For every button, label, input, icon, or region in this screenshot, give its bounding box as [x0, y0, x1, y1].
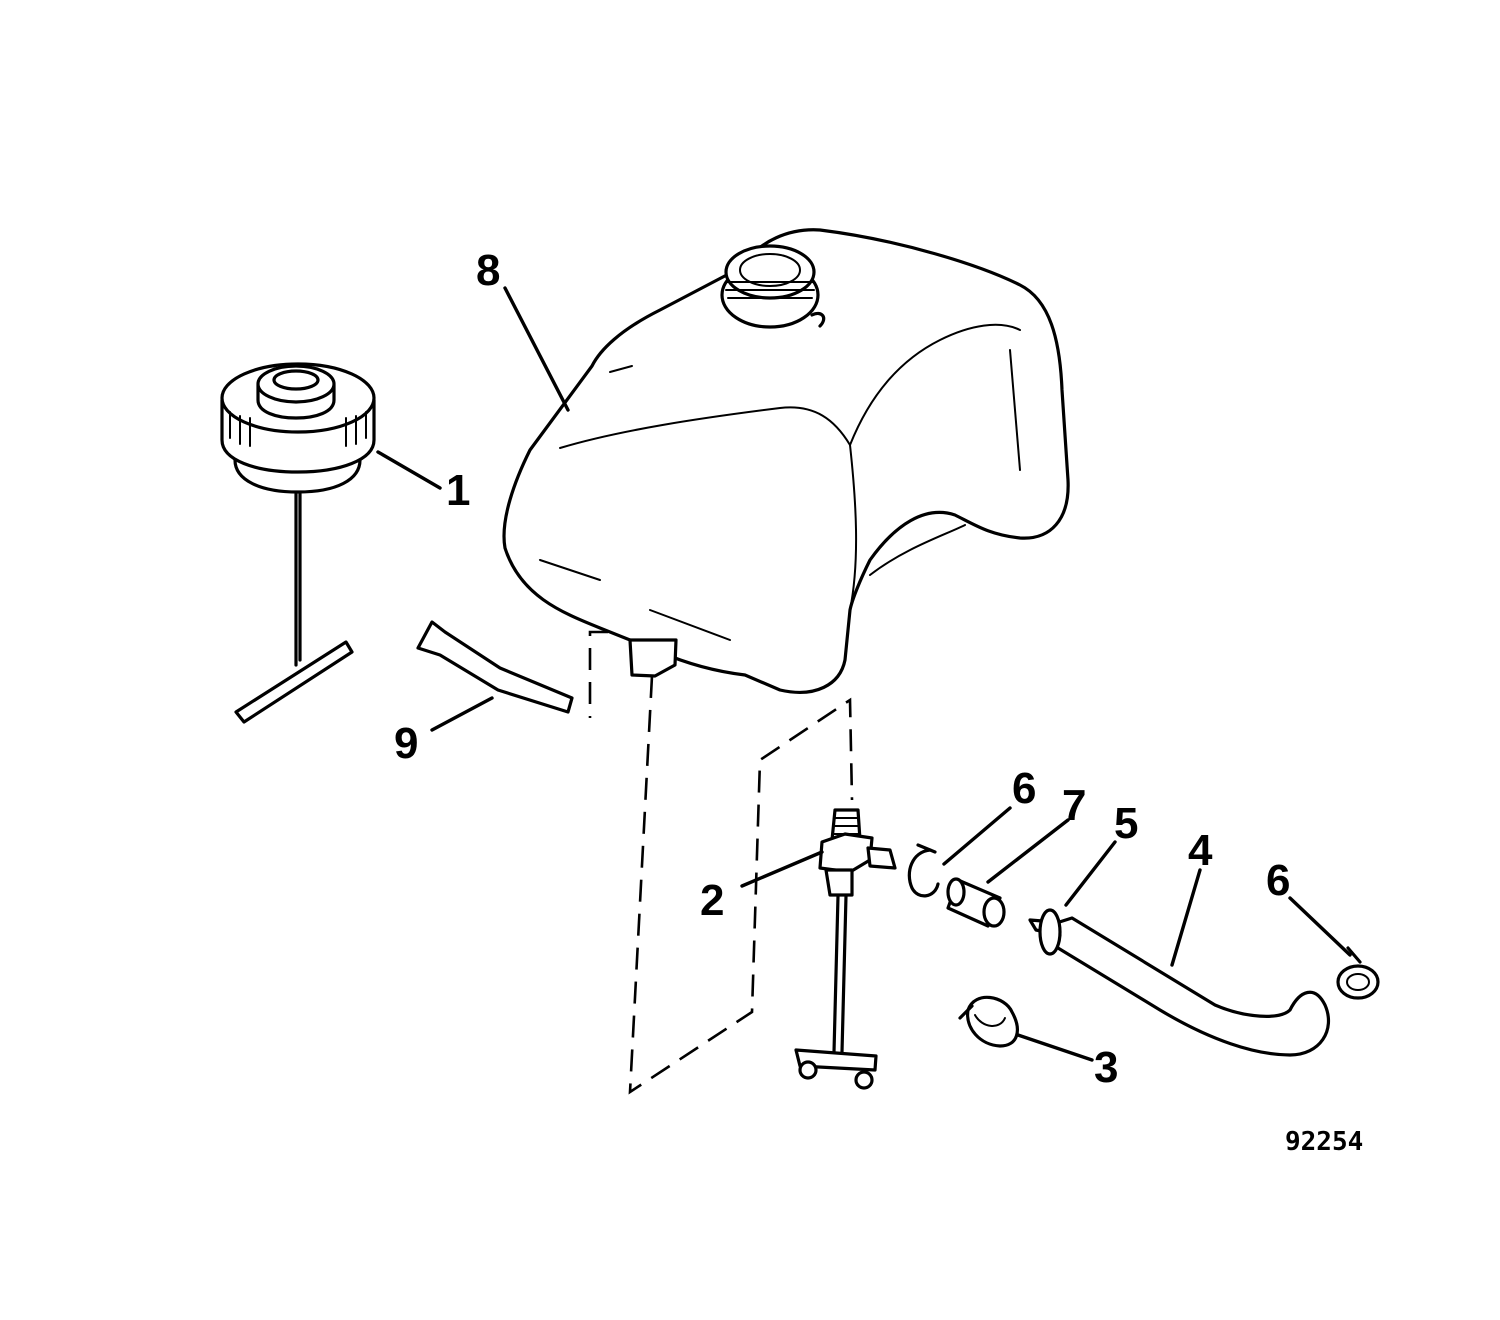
callout-bracket: 9 — [394, 719, 418, 768]
bracket — [416, 620, 574, 714]
callout-fuel-hose: 4 — [1188, 826, 1213, 875]
callout-fuel-valve: 2 — [700, 876, 724, 925]
callout-hose-clamp: 3 — [1094, 1043, 1118, 1092]
sleeve — [946, 877, 1006, 928]
leader-lines — [376, 286, 1352, 1062]
connector — [1028, 908, 1062, 956]
callout-clip-upper: 6 — [1012, 764, 1036, 813]
figure-number: 92254 — [1285, 1127, 1363, 1157]
callout-clip-right: 6 — [1266, 856, 1290, 905]
callout-fuel-tank: 8 — [476, 246, 500, 295]
clip-upper — [907, 843, 940, 898]
alignment-lines — [588, 630, 854, 1095]
fuel-hose — [1048, 916, 1331, 1057]
callout-fuel-cap-gauge: 1 — [446, 466, 470, 515]
callout-sleeve: 7 — [1062, 781, 1086, 830]
fuel-tank — [502, 228, 1070, 694]
fuel-cap-with-gauge — [220, 362, 376, 724]
hose-clamp — [958, 995, 1019, 1048]
callout-connector: 5 — [1114, 799, 1138, 848]
clip-right — [1336, 946, 1380, 1000]
tank-filler-neck — [720, 244, 826, 329]
fuel-valve — [794, 808, 897, 1090]
